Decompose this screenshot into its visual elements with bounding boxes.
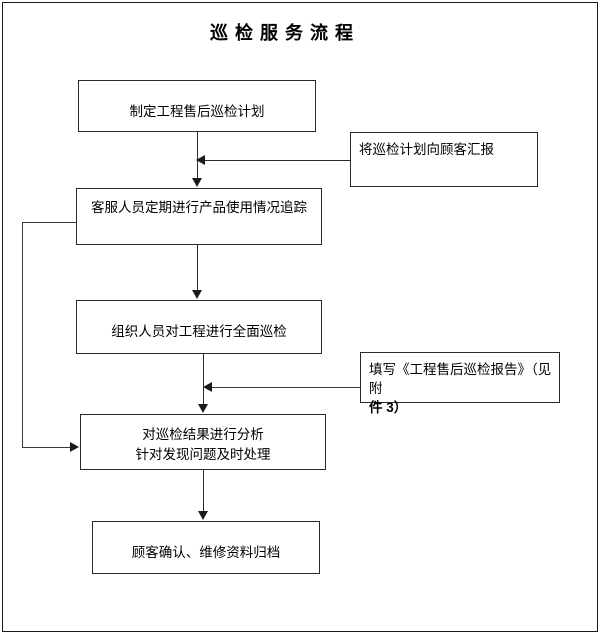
flow-node-archive[interactable]: 顾客确认、维修资料归档 [92, 521, 320, 574]
connector-inspection-to-analysis [203, 354, 204, 405]
arrow-inspection-to-analysis [198, 404, 208, 413]
connector-report-to-customer [204, 160, 350, 161]
flow-node-fill-report[interactable]: 填写《工程售后巡检报告》（见附 件 3） [360, 352, 560, 415]
flow-node-report-to-customer[interactable]: 将巡检计划向顾客汇报 [350, 132, 538, 187]
connector-tracking-to-inspection [197, 245, 198, 291]
flow-node-report-to-customer-label: 将巡检计划向顾客汇报 [359, 142, 494, 157]
flow-node-archive-label: 顾客确认、维修资料归档 [131, 545, 281, 560]
flow-node-fill-report-label-line2: 件 3） [369, 400, 408, 415]
flow-node-fill-report-label-line1: 填写《工程售后巡检报告》（见附 [369, 362, 552, 396]
arrow-plan-to-tracking [192, 178, 202, 187]
page-title: 巡检服务流程 [210, 23, 360, 43]
flow-node-inspection-label: 组织人员对工程进行全面巡检 [111, 324, 287, 339]
flow-node-analysis-label-line2: 针对发现问题及时处理 [135, 447, 271, 462]
arrow-fill-report [203, 382, 212, 392]
flow-node-inspection[interactable]: 组织人员对工程进行全面巡检 [76, 300, 322, 354]
arrow-analysis-to-archive [198, 511, 208, 520]
flow-node-analysis[interactable]: 对巡检结果进行分析 针对发现问题及时处理 [80, 414, 326, 470]
flow-node-tracking[interactable]: 客服人员定期进行产品使用情况追踪 [76, 188, 322, 245]
connector-feedback-bottom [22, 447, 72, 448]
arrow-report-to-customer [196, 155, 205, 165]
connector-fill-report [211, 387, 360, 388]
flow-node-plan[interactable]: 制定工程售后巡检计划 [78, 80, 316, 132]
connector-feedback-vertical [22, 222, 23, 448]
arrow-feedback-to-analysis [70, 442, 79, 452]
arrow-tracking-to-inspection [192, 290, 202, 299]
flow-node-analysis-label-line1: 对巡检结果进行分析 [142, 427, 264, 442]
flow-node-tracking-label: 客服人员定期进行产品使用情况追踪 [91, 200, 307, 215]
flow-node-plan-label: 制定工程售后巡检计划 [129, 104, 265, 119]
connector-analysis-to-archive [203, 470, 204, 512]
connector-feedback-top [22, 222, 76, 223]
